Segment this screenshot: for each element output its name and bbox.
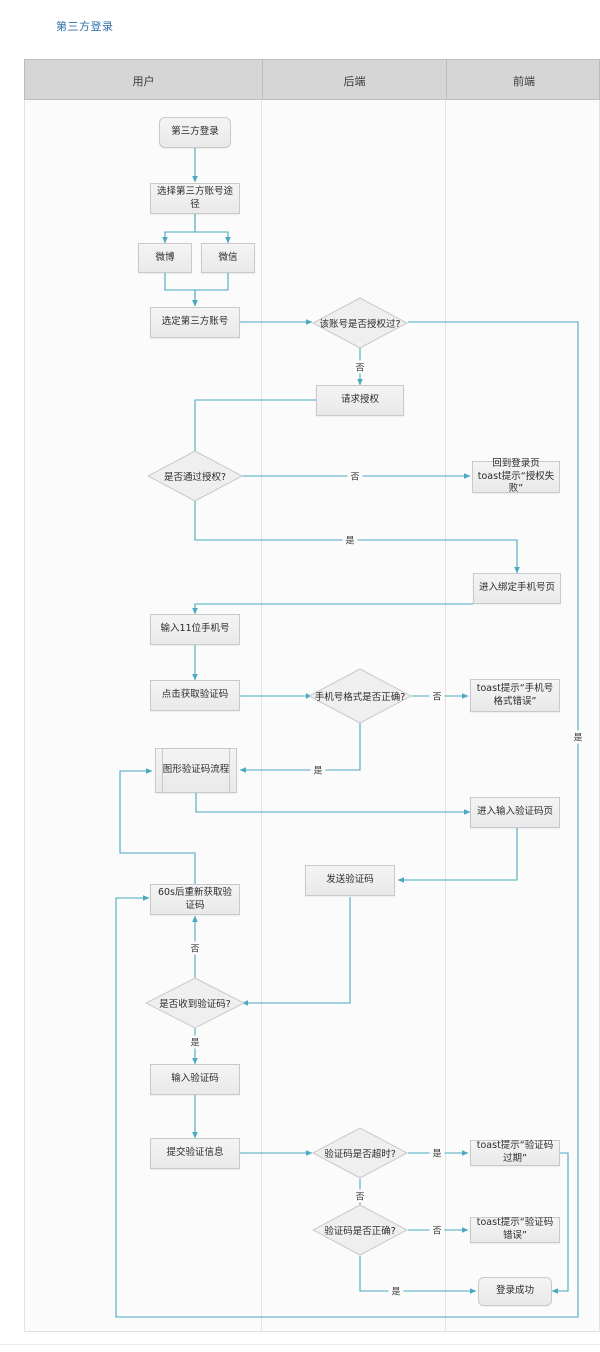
- node-bind-phone-page[interactable]: 进入绑定手机号页: [473, 573, 561, 604]
- node-start[interactable]: 第三方登录: [159, 117, 231, 148]
- decision-is-authorized-label: 该账号是否授权过?: [319, 319, 401, 330]
- edge-label-phone-format-yes: 是: [310, 763, 326, 777]
- lane-divider-1: [261, 100, 262, 1332]
- page-title: 第三方登录: [56, 20, 114, 33]
- edge-label-got-code-no: 否: [187, 941, 203, 955]
- node-click-get-code[interactable]: 点击获取验证码: [150, 680, 240, 711]
- edge-label-timeout-no: 否: [352, 1189, 368, 1203]
- decision-is-authorized[interactable]: 该账号是否授权过?: [312, 297, 408, 349]
- lane-header-frontend-label: 前端: [513, 74, 535, 88]
- lane-header-backend: 后端: [262, 60, 446, 101]
- node-submit-info[interactable]: 提交验证信息: [150, 1138, 240, 1169]
- decision-got-code-label: 是否收到验证码?: [159, 999, 231, 1010]
- node-toast-phone-error[interactable]: toast提示“手机号格式错误”: [470, 679, 560, 712]
- node-resend-60s[interactable]: 60s后重新获取验证码: [150, 884, 240, 915]
- node-weixin[interactable]: 微信: [201, 243, 255, 273]
- node-selected-account[interactable]: 选定第三方账号: [150, 307, 240, 338]
- swimlane-header: 用户 后端 前端: [24, 59, 600, 101]
- edge-label-pass-auth-no: 否: [347, 469, 363, 483]
- decision-code-correct[interactable]: 验证码是否正确?: [312, 1204, 408, 1256]
- decision-got-code[interactable]: 是否收到验证码?: [145, 977, 245, 1029]
- node-request-auth[interactable]: 请求授权: [316, 385, 404, 416]
- lane-header-frontend: 前端: [446, 60, 600, 101]
- decision-code-correct-label: 验证码是否正确?: [324, 1226, 396, 1237]
- edge-label-correct-yes: 是: [388, 1284, 404, 1298]
- node-weibo[interactable]: 微博: [138, 243, 192, 273]
- decision-phone-format[interactable]: 手机号格式是否正确?: [308, 668, 412, 724]
- edge-label-pass-auth-yes: 是: [342, 533, 358, 547]
- decision-code-timeout-label: 验证码是否超时?: [324, 1149, 396, 1160]
- lane-divider-2: [445, 100, 446, 1332]
- edge-label-is-authorized-no: 否: [352, 360, 368, 374]
- edge-label-phone-format-no: 否: [429, 689, 445, 703]
- lane-header-user: 用户: [25, 60, 262, 101]
- edge-label-is-authorized-yes: 是: [570, 730, 586, 744]
- decision-pass-auth[interactable]: 是否通过授权?: [147, 450, 243, 502]
- node-login-success[interactable]: 登录成功: [478, 1277, 552, 1306]
- node-input-code[interactable]: 输入验证码: [150, 1064, 240, 1095]
- node-back-to-login[interactable]: 回到登录页 toast提示“授权失败”: [472, 458, 560, 494]
- lane-header-user-label: 用户: [132, 74, 155, 88]
- node-code-input-page[interactable]: 进入输入验证码页: [470, 797, 560, 828]
- decision-pass-auth-label: 是否通过授权?: [163, 472, 227, 483]
- node-send-code[interactable]: 发送验证码: [305, 865, 395, 896]
- page-bottom-rule: [0, 1344, 600, 1345]
- node-toast-code-expired[interactable]: toast提示“验证码过期”: [470, 1140, 560, 1166]
- node-choose-path[interactable]: 选择第三方账号途径: [150, 183, 240, 214]
- node-captcha-flow[interactable]: 图形验证码流程: [155, 748, 237, 793]
- edge-label-got-code-yes: 是: [187, 1035, 203, 1049]
- decision-code-timeout[interactable]: 验证码是否超时?: [312, 1127, 408, 1179]
- decision-phone-format-label: 手机号格式是否正确?: [314, 692, 406, 703]
- lane-header-backend-label: 后端: [343, 74, 366, 88]
- edge-label-timeout-yes: 是: [429, 1146, 445, 1160]
- node-toast-code-error[interactable]: toast提示“验证码错误”: [470, 1217, 560, 1243]
- node-input-phone[interactable]: 输入11位手机号: [150, 614, 240, 645]
- edge-label-correct-no: 否: [429, 1223, 445, 1237]
